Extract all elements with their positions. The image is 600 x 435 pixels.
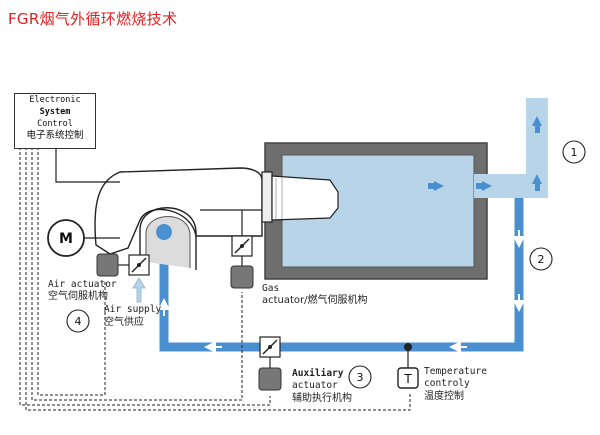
burner-housing	[94, 167, 339, 270]
combustion-chamber	[264, 142, 488, 280]
air-actuator-label-cn: 空气伺服机构	[48, 291, 108, 302]
marker-4: 4	[75, 315, 82, 328]
control-box-line3: Control	[37, 119, 73, 129]
flow-arrow	[532, 174, 542, 184]
temperature-sensor	[397, 343, 419, 389]
control-box-line1: Electronic	[29, 95, 81, 105]
flow-arrow	[532, 116, 542, 126]
air-supply-label-cn: 空气供应	[104, 317, 144, 328]
gas-actuator-label-2: actuator/燃气伺服机构	[262, 295, 368, 306]
control-wires	[19, 147, 411, 411]
gas-actuator-box	[230, 265, 254, 289]
aux-actuator-label-1: Auxiliary	[292, 368, 344, 379]
auxiliary-damper	[259, 336, 281, 368]
auxiliary-actuator-box	[258, 367, 282, 391]
temperature-label-1: Temperature	[424, 366, 487, 377]
motor	[47, 219, 120, 257]
marker-2: 2	[538, 253, 545, 266]
air-supply-label-en: Air supply	[104, 304, 162, 315]
motor-symbol: M	[59, 231, 73, 247]
air-actuator-label-en: Air actuator	[48, 279, 117, 290]
control-box-line4: 电子系统控制	[26, 130, 84, 141]
flow-arrow	[482, 181, 492, 191]
control-box-line2: System	[39, 107, 71, 117]
air-supply-arrow	[132, 277, 146, 303]
marker-1: 1	[571, 146, 578, 159]
gas-actuator-label-1: Gas	[262, 283, 280, 294]
temperature-symbol: T	[403, 372, 412, 386]
flow-arrow	[434, 181, 444, 191]
air-damper	[118, 254, 150, 276]
gas-damper	[231, 235, 253, 266]
page-title: FGR烟气外循环燃烧技术	[8, 10, 178, 28]
electronic-control-box: Electronic System Control 电子系统控制	[14, 93, 96, 149]
aux-actuator-label-2: actuator	[292, 380, 338, 391]
marker-3: 3	[357, 371, 364, 384]
temperature-label-2: controly	[424, 378, 470, 389]
temperature-label-cn: 温度控制	[424, 391, 464, 402]
aux-actuator-label-cn: 辅助执行机构	[292, 393, 352, 404]
flue-gas-duct	[428, 98, 548, 198]
air-actuator-box	[96, 253, 119, 277]
